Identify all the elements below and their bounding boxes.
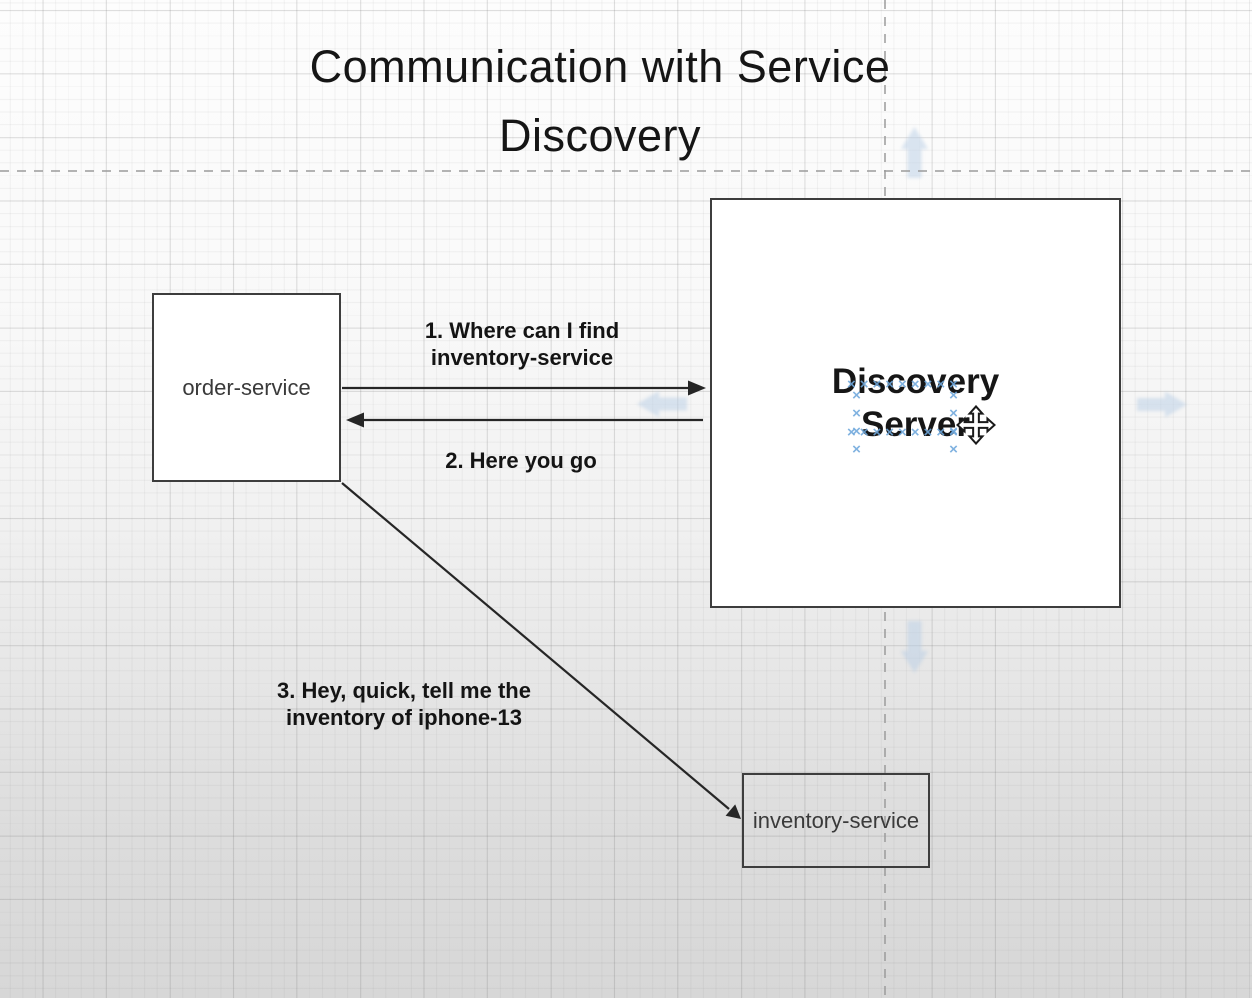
- node-discovery-server[interactable]: Discovery Server: [710, 198, 1121, 608]
- edge-response-label[interactable]: 2. Here you go: [445, 448, 597, 473]
- node-discovery-server-label: Discovery Server: [831, 362, 1000, 444]
- node-inventory-service[interactable]: inventory-service: [742, 773, 930, 868]
- page-boundary-horizontal: [0, 170, 1252, 172]
- edge-call-label[interactable]: 3. Hey, quick, tell me the inventory of …: [277, 678, 531, 730]
- node-order-service[interactable]: order-service: [152, 293, 341, 482]
- node-inventory-service-label: inventory-service: [752, 807, 920, 833]
- hover-arrow-right-icon: [1137, 391, 1187, 418]
- hover-arrow-down-icon: [901, 621, 928, 673]
- hover-arrow-left-icon: [637, 391, 687, 417]
- hover-arrow-up-icon: [901, 127, 928, 178]
- node-order-service-label: order-service: [182, 374, 311, 400]
- diagram-title[interactable]: Communication with Service Discovery: [309, 41, 891, 161]
- edge-request-label[interactable]: 1. Where can I find inventory-service: [424, 318, 620, 370]
